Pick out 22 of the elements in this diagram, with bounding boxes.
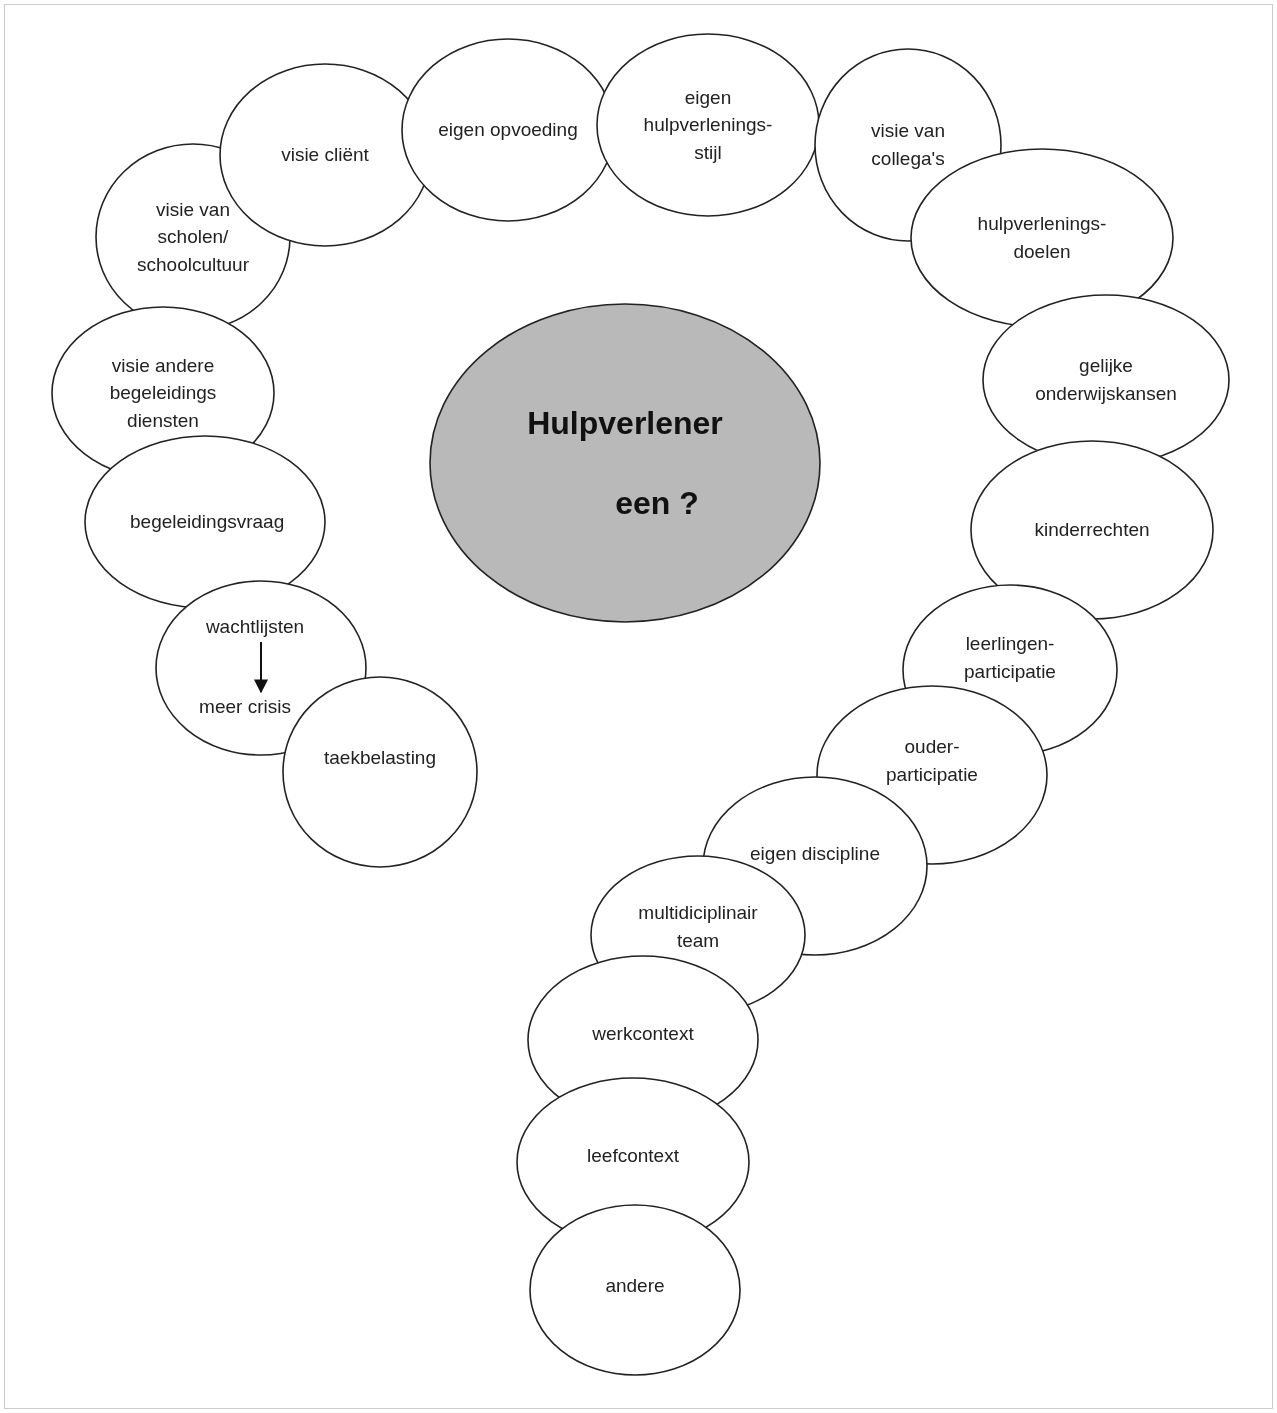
ellipse-label: ouder- participatie [885, 735, 979, 787]
ellipse-label: gelijke onderwijskansen [1034, 354, 1178, 406]
arrow [254, 641, 268, 694]
title-text: Hulpverlener [527, 404, 723, 443]
ellipse-label: leerlingen- participatie [963, 632, 1057, 684]
text-label: wachtlijsten [185, 612, 325, 642]
text-label: meer crisis [175, 692, 315, 722]
ellipse-label: hulpverlenings- doelen [976, 212, 1108, 264]
ellipse-label: visie andere begeleidings diensten [108, 353, 218, 433]
ellipse-label: werkcontext [592, 1022, 694, 1047]
ellipse-label: multidiciplinair team [637, 901, 759, 953]
ellipse-label: kinderrechten [1034, 518, 1150, 543]
ellipse-label: visie van scholen/ schoolcultuur [136, 197, 250, 277]
ellipse-label: eigen opvoeding [438, 118, 578, 143]
ellipse-label: andere [605, 1274, 665, 1299]
ellipse-label: taekbelasting [324, 746, 436, 771]
subtitle-text: een ? [615, 484, 699, 523]
ellipse-label: leefcontext [587, 1144, 679, 1169]
ellipse-label: eigen hulpverlenings- stijl [642, 85, 774, 165]
ellipse-label: eigen discipline [750, 842, 880, 867]
ellipse-label: visie van collega's [870, 119, 946, 171]
ellipse-label: visie cliënt [281, 143, 369, 168]
